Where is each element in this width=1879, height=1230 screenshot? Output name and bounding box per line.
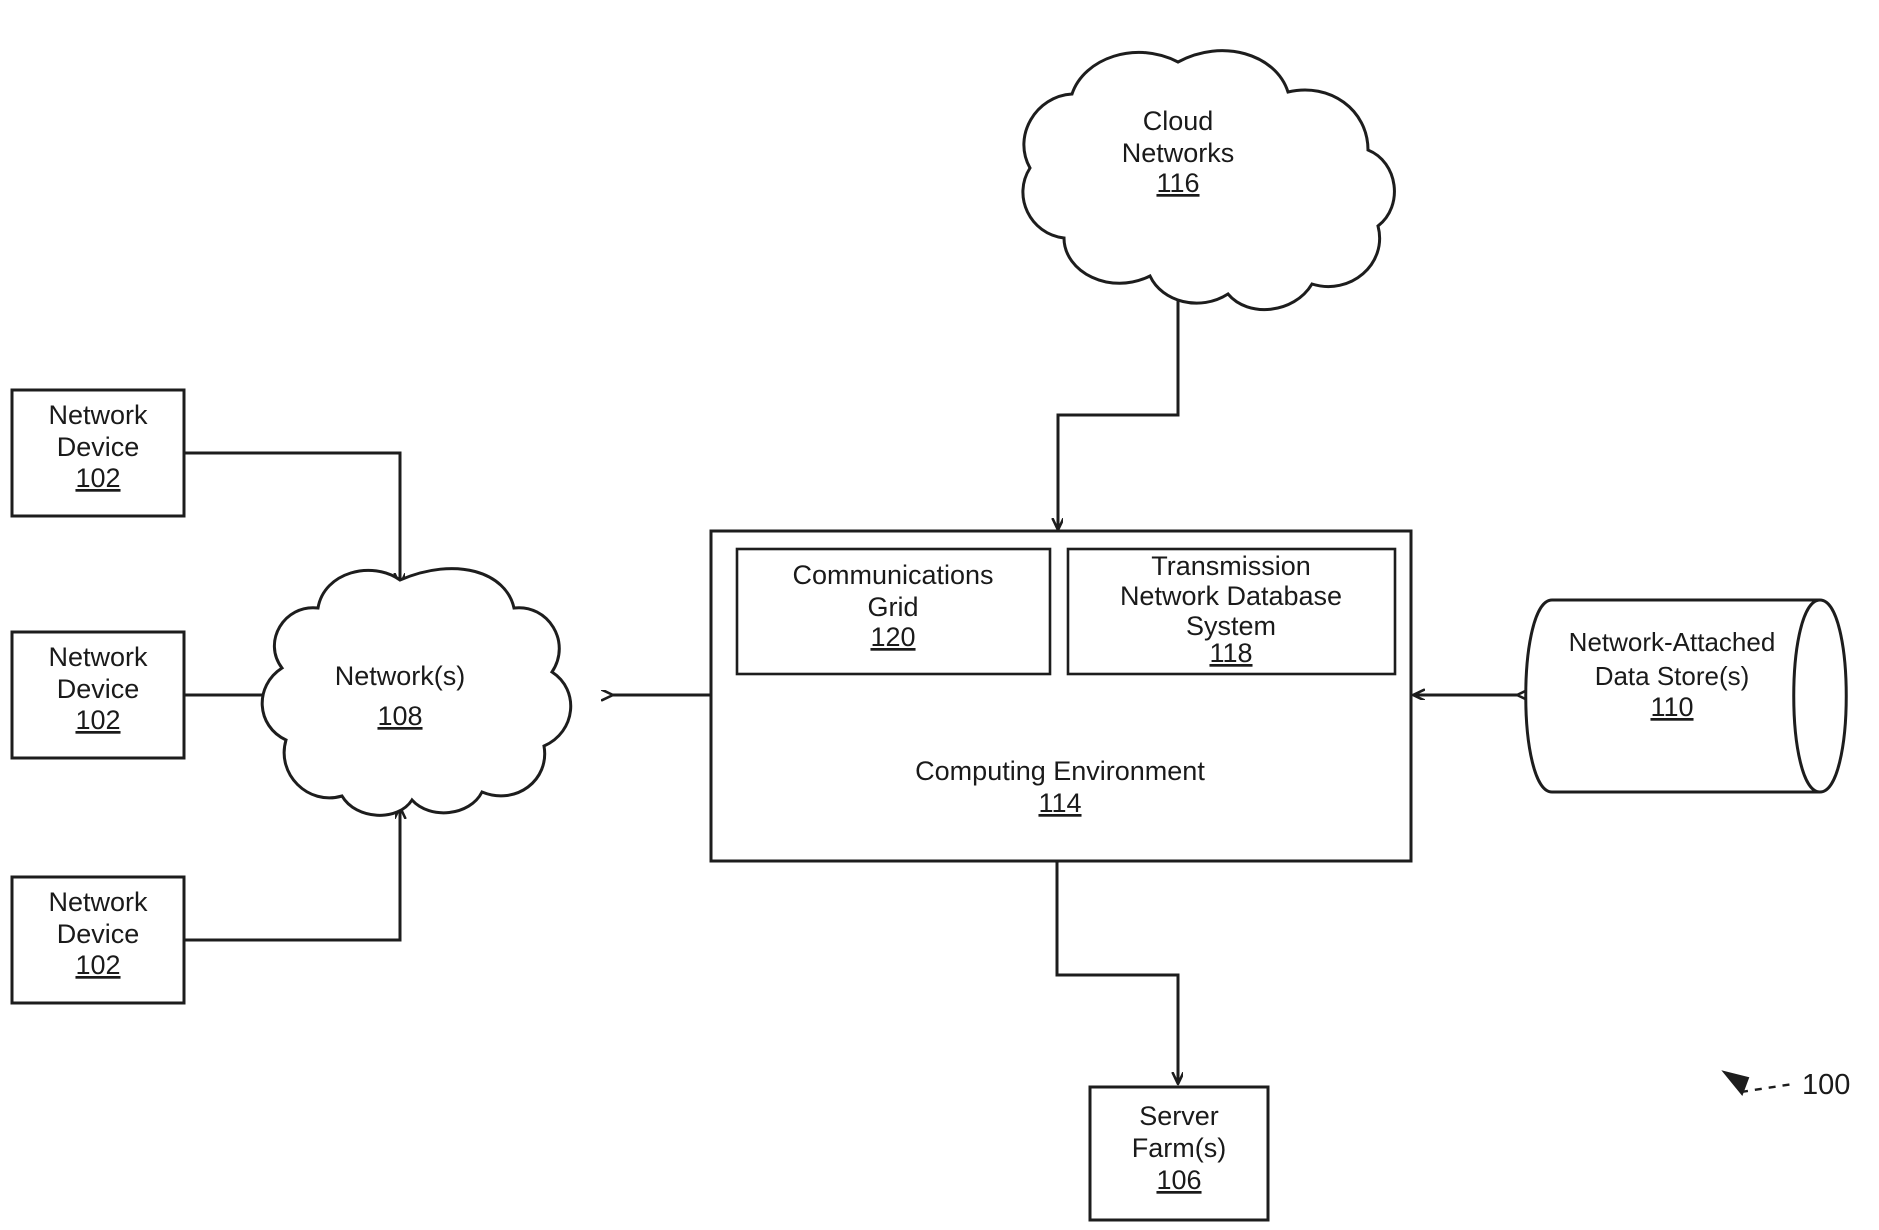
network-device-bottom-label-line1: Network — [48, 887, 148, 917]
data-store-label-line2: Data Store(s) — [1595, 661, 1750, 691]
transmission-network-database-label-line2: Network Database — [1120, 581, 1342, 611]
network-device-middle-ref: 102 — [75, 705, 120, 735]
server-farm-label-line2: Farm(s) — [1132, 1133, 1226, 1163]
cloud-networks-ref: 116 — [1156, 168, 1199, 198]
node-transmission-network-database-system: Transmission Network Database System 118 — [1066, 547, 1397, 676]
network-device-top-label-line1: Network — [48, 400, 148, 430]
network-device-top-ref: 102 — [75, 463, 120, 493]
networks-cloud-label-line1: Network(s) — [335, 661, 466, 691]
node-cloud-networks: Cloud Networks 116 — [1021, 49, 1396, 312]
node-network-device-bottom: Network Device 102 — [10, 875, 186, 1005]
transmission-network-database-ref: 118 — [1209, 638, 1252, 668]
server-farm-label-line1: Server — [1139, 1101, 1219, 1131]
network-device-top-label-line2: Device — [57, 432, 140, 462]
communications-grid-ref: 120 — [870, 622, 915, 652]
communications-grid-label-line1: Communications — [792, 560, 993, 590]
computing-environment-label: Computing Environment — [915, 756, 1205, 786]
node-network-attached-data-store: Network-Attached Data Store(s) 110 — [1524, 598, 1848, 794]
computing-environment-ref: 114 — [1038, 788, 1081, 818]
node-server-farm: Server Farm(s) 106 — [1088, 1085, 1270, 1222]
figure-reference-number: 100 — [1802, 1069, 1850, 1101]
networks-cloud-ref: 108 — [377, 701, 422, 731]
figure-reference-arrowhead — [1721, 1070, 1750, 1096]
node-network-device-top: Network Device 102 — [10, 388, 186, 518]
data-store-label-line1: Network-Attached — [1569, 627, 1776, 657]
transmission-network-database-label-line3: System — [1186, 611, 1276, 641]
connector-network-device-bottom-to-networks-cloud — [184, 808, 400, 940]
connector-network-device-top-to-networks-cloud — [184, 453, 400, 584]
network-device-middle-label-line2: Device — [57, 674, 140, 704]
node-networks-cloud: Network(s) 108 — [260, 567, 573, 817]
cloud-networks-label-line1: Cloud — [1143, 106, 1214, 136]
connector-cloud-networks-to-computing-environment — [1058, 299, 1178, 529]
connector-server-farm-to-computing-environment — [1057, 862, 1178, 1083]
communications-grid-label-line2: Grid — [867, 592, 918, 622]
network-device-bottom-ref: 102 — [75, 950, 120, 980]
node-communications-grid: Communications Grid 120 — [735, 547, 1052, 676]
cloud-networks-label-line2: Networks — [1122, 138, 1235, 168]
data-store-ref: 110 — [1650, 692, 1693, 722]
node-network-device-middle: Network Device 102 — [10, 630, 186, 760]
figure-reference-marker: 100 — [1721, 1069, 1850, 1101]
network-device-bottom-label-line2: Device — [57, 919, 140, 949]
server-farm-ref: 106 — [1156, 1165, 1201, 1195]
transmission-network-database-label-line1: Transmission — [1151, 551, 1311, 581]
network-device-middle-label-line1: Network — [48, 642, 148, 672]
